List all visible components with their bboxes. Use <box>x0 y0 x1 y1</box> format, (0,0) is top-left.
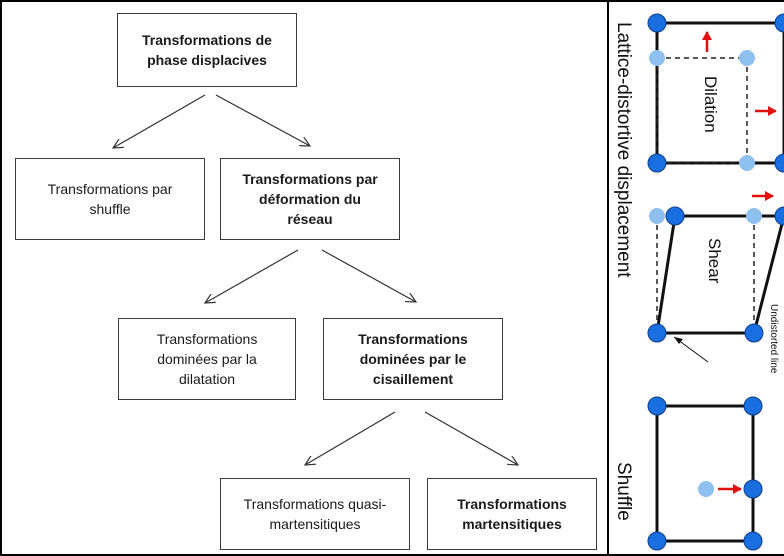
dilation-cell <box>647 13 784 173</box>
arrow-cisaillement-to-martensitic <box>424 411 518 465</box>
node-cisaillement: Transformations dominées par le cisaille… <box>323 318 503 400</box>
node-root-text: Transformations de phase displacives <box>142 31 272 68</box>
atom <box>647 153 667 173</box>
node-dilatation: Transformations dominées par la dilatati… <box>118 318 296 400</box>
atom-original-position <box>698 481 714 497</box>
arrow-lattice-to-dilatation <box>205 249 299 303</box>
shuffle-side-label: Shuffle <box>612 462 634 521</box>
node-shuffle-text: Transformations par shuffle <box>47 180 173 217</box>
node-dilatation-text: Transformations dominées par la dilatati… <box>156 330 258 388</box>
atom <box>774 206 784 226</box>
node-lattice: Transformations par déformation du résea… <box>220 158 400 240</box>
atom <box>647 13 667 33</box>
atom-original-position <box>649 208 665 224</box>
node-shuffle: Transformations par shuffle <box>15 158 205 240</box>
arrow-cisaillement-to-quasi <box>305 411 396 465</box>
schematic-frame <box>607 0 784 556</box>
node-cisaillement-text: Transformations dominées par le cisaille… <box>358 330 468 388</box>
atom <box>743 479 763 499</box>
shear-text: Shear <box>705 238 724 284</box>
atom-original-position <box>649 50 665 66</box>
atom <box>743 531 763 551</box>
node-lattice-text: Transformations par déformation du résea… <box>242 170 378 228</box>
atom-original-position <box>739 50 755 66</box>
shear-label: Shear <box>704 238 724 283</box>
shear-cell <box>647 191 784 363</box>
atom <box>743 396 763 416</box>
atom-original-position <box>739 155 755 171</box>
atom <box>744 323 764 343</box>
undistorted-line-text: Undistorted line <box>768 304 779 374</box>
lattice-distortive-label: Lattice-distortive displacement <box>612 22 634 278</box>
atom <box>647 323 667 343</box>
atom-original-position <box>746 208 762 224</box>
dilation-distorted-cell <box>655 21 784 165</box>
node-martensitic-text: Transformations martensitiques <box>457 495 567 532</box>
atom <box>665 206 685 226</box>
arrow-root-to-shuffle <box>113 94 206 148</box>
node-quasi-text: Transformations quasi- martensitiques <box>243 495 387 532</box>
flowchart-arrows <box>0 94 609 556</box>
atom <box>647 396 667 416</box>
undistorted-line-label: Undistorted line <box>768 304 779 373</box>
arrow-lattice-to-cisaillement <box>321 249 416 302</box>
pointer-arrowhead <box>674 337 683 344</box>
shuffle-cell-outline <box>655 404 755 543</box>
dilation-undistorted-cell <box>656 57 748 164</box>
atom <box>774 153 784 173</box>
arrow-root-to-lattice <box>215 94 310 146</box>
node-root: Transformations de phase displacives <box>117 13 297 87</box>
shuffle-cell <box>647 396 763 551</box>
atom <box>774 13 784 33</box>
atom <box>647 531 667 551</box>
node-quasi: Transformations quasi- martensitiques <box>220 478 410 550</box>
node-martensitic: Transformations martensitiques <box>427 478 597 550</box>
shuffle-side-text: Shuffle <box>613 462 634 521</box>
lattice-distortive-text: Lattice-distortive displacement <box>613 22 634 278</box>
dilation-text: Dilation <box>701 76 720 133</box>
dilation-label: Dilation <box>700 76 720 133</box>
